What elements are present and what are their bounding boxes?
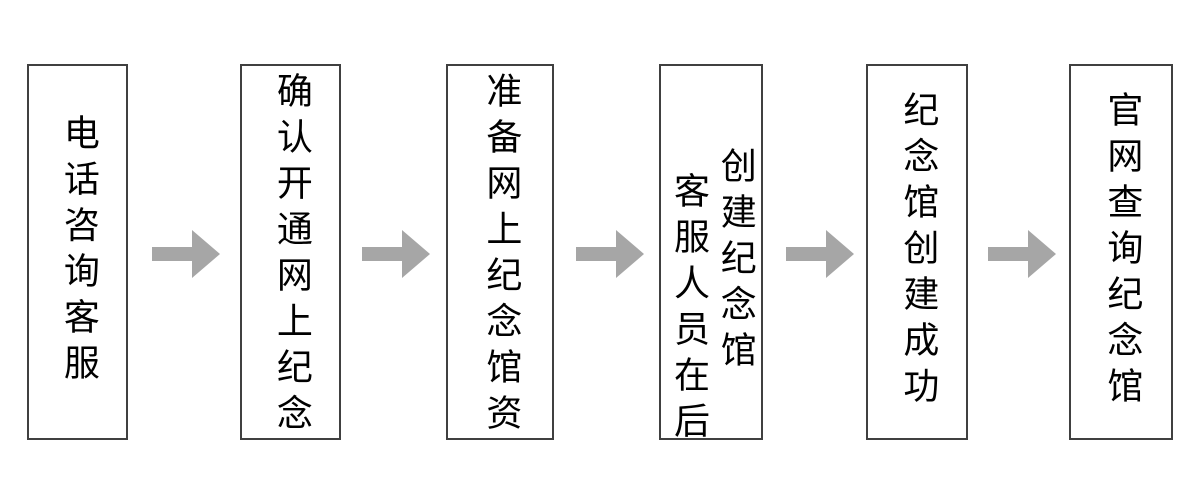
arrow-right-icon [576, 230, 644, 278]
flow-node-label: 客服人员在后台 [668, 172, 709, 440]
flow-node-query-memorial-hall-on-official-site[interactable]: 官网查询纪念馆 [1069, 64, 1173, 440]
arrow-node5-to-node6 [988, 230, 1056, 278]
flow-node-label: 电话咨询客服 [57, 114, 99, 390]
flow-node-label: 纪念馆创建成功 [897, 91, 939, 413]
arrow-node3-to-node4 [576, 230, 644, 278]
arrow-node4-to-node5 [786, 230, 854, 278]
flow-node-confirm-open-online-memorial-hall[interactable]: 确认开通网上纪念馆 [240, 64, 341, 440]
flow-node-phone-consult-customer-service[interactable]: 电话咨询客服 [27, 64, 128, 440]
flow-node-label: 准备网上纪念馆资料 [480, 72, 522, 440]
flow-node-prepare-online-memorial-hall-materials[interactable]: 准备网上纪念馆资料 [446, 64, 554, 440]
arrow-right-icon [988, 230, 1056, 278]
arrow-right-icon [152, 230, 220, 278]
flow-node-label: 确认开通网上纪念馆 [270, 72, 312, 440]
flow-node-label: 创建纪念馆 [714, 147, 756, 377]
arrow-right-icon [786, 230, 854, 278]
flow-node-label: 官网查询纪念馆 [1101, 91, 1143, 413]
flow-node-memorial-hall-created-successfully[interactable]: 纪念馆创建成功 [866, 64, 968, 440]
arrow-right-icon [362, 230, 430, 278]
arrow-node1-to-node2 [152, 230, 220, 278]
flow-node-staff-creates-memorial-hall-in-backend[interactable]: 创建纪念馆客服人员在后台 [659, 64, 763, 440]
arrow-node2-to-node3 [362, 230, 430, 278]
